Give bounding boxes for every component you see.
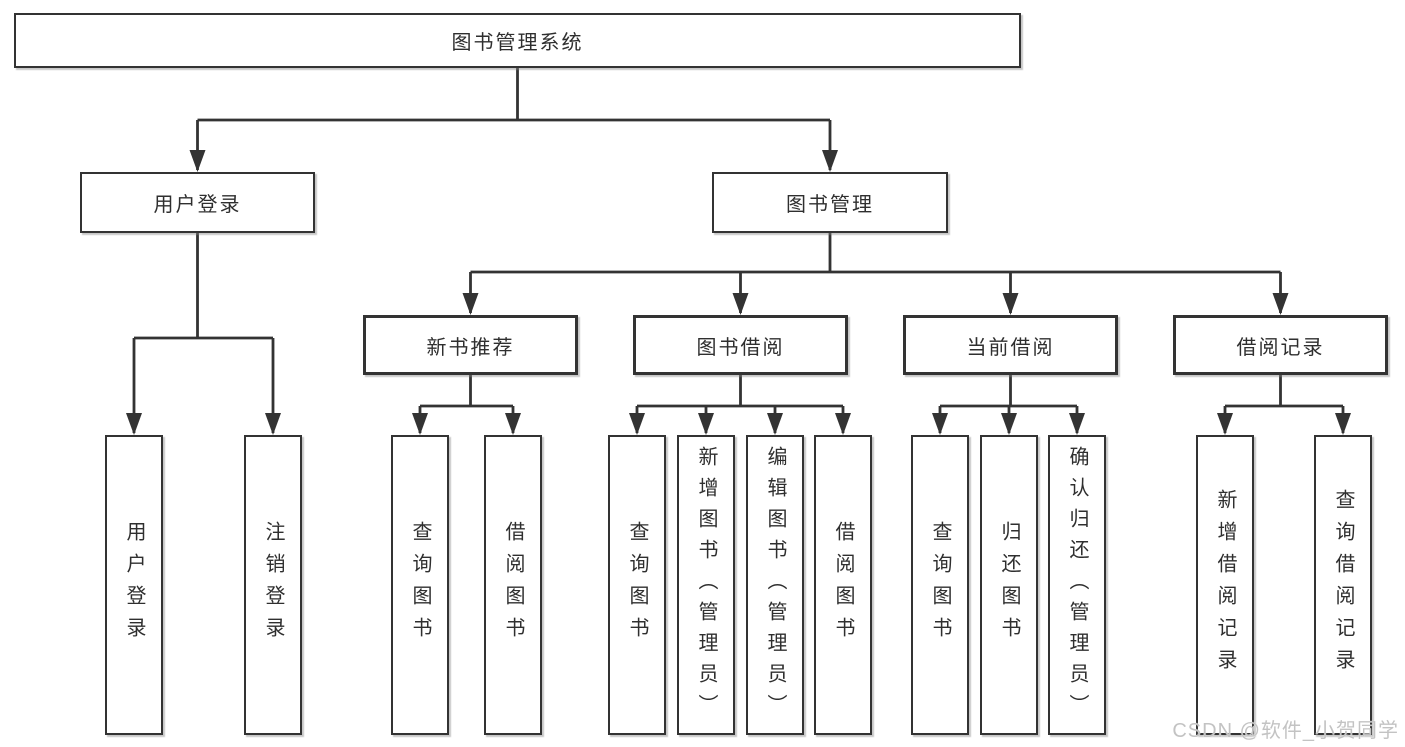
leaf-borrow-book-2-label: 借阅图书 bbox=[832, 521, 854, 649]
leaf-query-borrow-record-label: 查询借阅记录 bbox=[1332, 489, 1354, 681]
leaf-user-login: 用户登录 bbox=[105, 435, 163, 735]
leaf-edit-book-admin-label: 编辑图书（管理员） bbox=[764, 445, 786, 725]
leaf-query-book-2: 查询图书 bbox=[608, 435, 666, 735]
node-current-borrow-label: 当前借阅 bbox=[966, 336, 1055, 359]
leaf-query-book-3: 查询图书 bbox=[911, 435, 969, 735]
leaf-confirm-return-admin-label: 确认归还（管理员） bbox=[1066, 445, 1088, 725]
leaf-query-book-2-label: 查询图书 bbox=[626, 521, 648, 649]
node-user-login-branch-label: 用户登录 bbox=[153, 194, 242, 216]
csdn-watermark: CSDN @软件_小贺同学 bbox=[1172, 720, 1399, 742]
leaf-confirm-return-admin: 确认归还（管理员） bbox=[1048, 435, 1106, 735]
leaf-add-book-admin: 新增图书（管理员） bbox=[677, 435, 735, 735]
leaf-logout-label: 注销登录 bbox=[262, 521, 284, 649]
leaf-query-book-3-label: 查询图书 bbox=[929, 521, 951, 649]
node-root-library-system: 图书管理系统 bbox=[14, 13, 1021, 68]
node-borrow-record: 借阅记录 bbox=[1173, 315, 1388, 375]
node-borrow-record-label: 借阅记录 bbox=[1236, 336, 1325, 359]
leaf-borrow-book-1-label: 借阅图书 bbox=[502, 521, 524, 649]
leaf-add-borrow-record-label: 新增借阅记录 bbox=[1214, 489, 1236, 681]
leaf-borrow-book-2: 借阅图书 bbox=[814, 435, 872, 735]
node-new-book-recommend-label: 新书推荐 bbox=[426, 336, 515, 359]
node-book-management-branch-label: 图书管理 bbox=[786, 194, 874, 216]
leaf-query-book-1-label: 查询图书 bbox=[409, 521, 431, 649]
node-book-borrow-label: 图书借阅 bbox=[696, 336, 785, 359]
leaf-return-book: 归还图书 bbox=[980, 435, 1038, 735]
node-book-management-branch: 图书管理 bbox=[712, 172, 948, 233]
leaf-return-book-label: 归还图书 bbox=[998, 521, 1020, 649]
leaf-query-book-1: 查询图书 bbox=[391, 435, 449, 735]
leaf-borrow-book-1: 借阅图书 bbox=[484, 435, 542, 735]
leaf-add-book-admin-label: 新增图书（管理员） bbox=[695, 445, 717, 725]
leaf-edit-book-admin: 编辑图书（管理员） bbox=[746, 435, 804, 735]
connector-paths bbox=[132, 68, 1345, 433]
leaf-add-borrow-record: 新增借阅记录 bbox=[1196, 435, 1254, 735]
node-user-login-branch: 用户登录 bbox=[80, 172, 315, 233]
node-root-label: 图书管理系统 bbox=[451, 32, 584, 54]
leaf-user-login-label: 用户登录 bbox=[123, 521, 145, 649]
node-new-book-recommend: 新书推荐 bbox=[363, 315, 578, 375]
node-current-borrow: 当前借阅 bbox=[903, 315, 1118, 375]
node-book-borrow: 图书借阅 bbox=[633, 315, 848, 375]
leaf-logout: 注销登录 bbox=[244, 435, 302, 735]
leaf-query-borrow-record: 查询借阅记录 bbox=[1314, 435, 1372, 735]
arrowheads bbox=[126, 150, 1351, 435]
